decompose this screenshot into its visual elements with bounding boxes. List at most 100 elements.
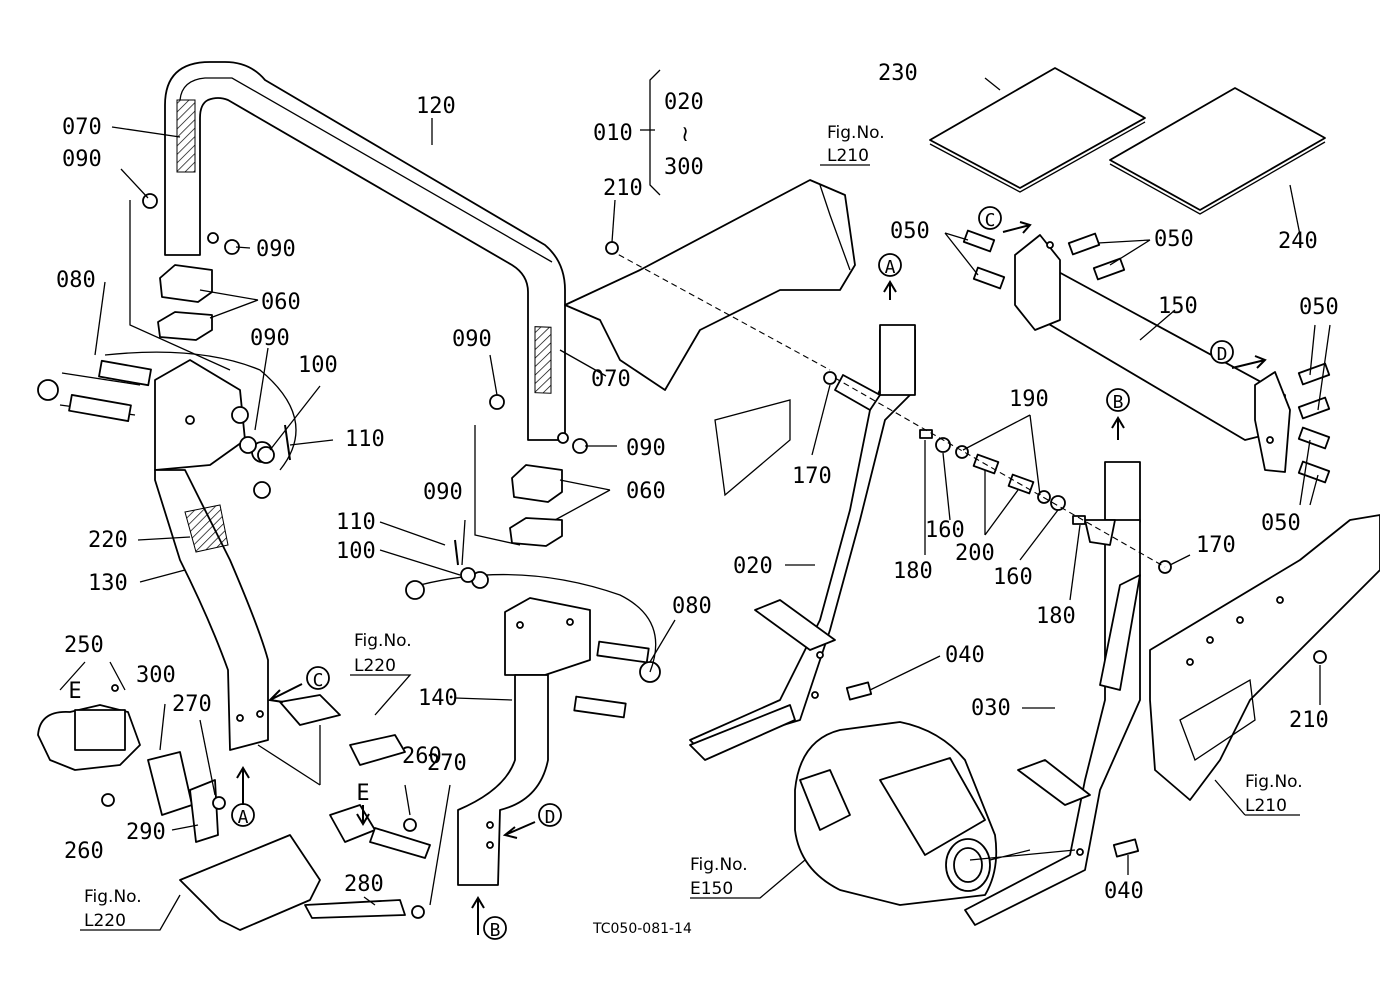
bolt-260-a	[101, 793, 115, 807]
label-280: 280	[344, 872, 384, 897]
svg-text:D: D	[545, 807, 556, 828]
label-150: 150	[1158, 294, 1198, 319]
washer-090-c	[239, 436, 257, 454]
callout-B-left	[483, 916, 507, 940]
label-170-a: 170	[792, 464, 832, 489]
svg-text:C: C	[313, 670, 324, 691]
label-130: 130	[88, 571, 128, 596]
label-010: 010	[593, 121, 633, 146]
callout-D-left	[538, 803, 562, 827]
rops-upper-arch	[164, 61, 569, 444]
label-290: 290	[126, 820, 166, 845]
plate-280	[304, 899, 406, 919]
svg-text:B: B	[490, 920, 501, 941]
callout-markers: A A B B C C D D E E	[68, 206, 1267, 941]
figref-title-4: Fig.No.	[690, 855, 748, 875]
label-260-a: 260	[402, 744, 442, 769]
side-rail-020	[689, 324, 916, 761]
label-140: 140	[418, 686, 458, 711]
label-050-d: 050	[1261, 511, 1301, 536]
label-200: 200	[955, 541, 995, 566]
callout-E-right: E	[356, 781, 369, 806]
label-210-top: 210	[603, 176, 643, 201]
hood-panel-L210	[564, 179, 856, 497]
label-040-a: 040	[945, 643, 985, 668]
rops-left-post-130	[154, 359, 269, 751]
pin-110-a	[284, 424, 291, 461]
part-labels: 010 020 ≀ 300 120 070 090 090 080 060 09…	[56, 61, 1339, 904]
nut-100-b	[460, 567, 476, 583]
figref-title-5: Fig.No.	[1245, 772, 1303, 792]
label-070-right: 070	[591, 367, 631, 392]
svg-text:A: A	[238, 807, 249, 828]
manual-230	[929, 67, 1146, 189]
label-300-range: 300	[664, 155, 704, 180]
washer-090-a	[142, 193, 158, 209]
seat-belt-assembly	[37, 684, 431, 931]
drawing-number: TC050-081-14	[592, 921, 692, 937]
label-120: 120	[416, 94, 456, 119]
label-tilde: ≀	[681, 122, 689, 147]
cross-member-150	[1014, 234, 1291, 473]
label-070-left: 070	[62, 115, 102, 140]
label-100-left: 100	[298, 353, 338, 378]
svg-text:B: B	[1113, 392, 1124, 413]
label-040-b: 040	[1104, 879, 1144, 904]
label-020-range: 020	[664, 90, 704, 115]
nut-210-a	[605, 241, 619, 255]
side-rail-030	[964, 461, 1141, 926]
figref-title-3: Fig.No.	[84, 887, 142, 907]
label-300: 300	[136, 663, 176, 688]
cover-300	[147, 751, 193, 816]
svg-text:D: D	[1217, 344, 1228, 365]
label-210-bottom: 210	[1289, 708, 1329, 733]
fender-frame-L210	[1149, 514, 1380, 801]
nut-270-b	[411, 905, 425, 919]
label-240: 240	[1278, 229, 1318, 254]
washer-170-a	[823, 371, 837, 385]
label-090-a: 090	[62, 147, 102, 172]
label-050-c: 050	[1299, 295, 1339, 320]
label-090-f: 090	[423, 480, 463, 505]
label-160-a: 160	[925, 518, 965, 543]
bolt-260-b	[403, 818, 417, 832]
hardware-left	[142, 193, 291, 464]
svg-text:A: A	[885, 257, 896, 278]
label-180-a: 180	[893, 559, 933, 584]
figref-title-2: Fig.No.	[354, 631, 412, 651]
bolt-040-a	[845, 681, 873, 701]
label-050-b: 050	[1154, 227, 1194, 252]
label-190: 190	[1009, 387, 1049, 412]
callout-C-right	[978, 206, 1002, 230]
washer-090-e	[572, 438, 588, 454]
bolt-040-b	[1112, 838, 1140, 858]
figref-ref-4: E150	[690, 879, 733, 899]
nut-210-b	[1313, 650, 1327, 664]
figref-title-1: Fig.No.	[827, 123, 885, 143]
figref-ref-3: L220	[84, 911, 126, 931]
spacers-hardware	[605, 241, 1327, 858]
label-060-right: 060	[626, 479, 666, 504]
label-270-a: 270	[172, 692, 212, 717]
label-090-c: 090	[250, 326, 290, 351]
callout-E-left: E	[68, 679, 81, 704]
label-100-right: 100	[336, 539, 376, 564]
callout-D-right	[1210, 340, 1234, 364]
label-030: 030	[971, 696, 1011, 721]
callout-A-right	[878, 253, 902, 277]
spacer-180-b	[1072, 515, 1086, 525]
label-110-right: 110	[336, 510, 376, 535]
label-080-left: 080	[56, 268, 96, 293]
label-220: 220	[88, 528, 128, 553]
label-180-b: 180	[1036, 604, 1076, 629]
callout-C-left	[306, 666, 330, 690]
label-090-b: 090	[256, 237, 296, 262]
rubber-cap-060-right	[509, 464, 563, 547]
label-260-b: 260	[64, 839, 104, 864]
decal-070-left	[176, 99, 196, 173]
seat-mount-bracket	[179, 834, 321, 931]
spacer-180-a	[919, 429, 933, 439]
bolts-050	[962, 229, 1331, 484]
label-160-b: 160	[993, 565, 1033, 590]
